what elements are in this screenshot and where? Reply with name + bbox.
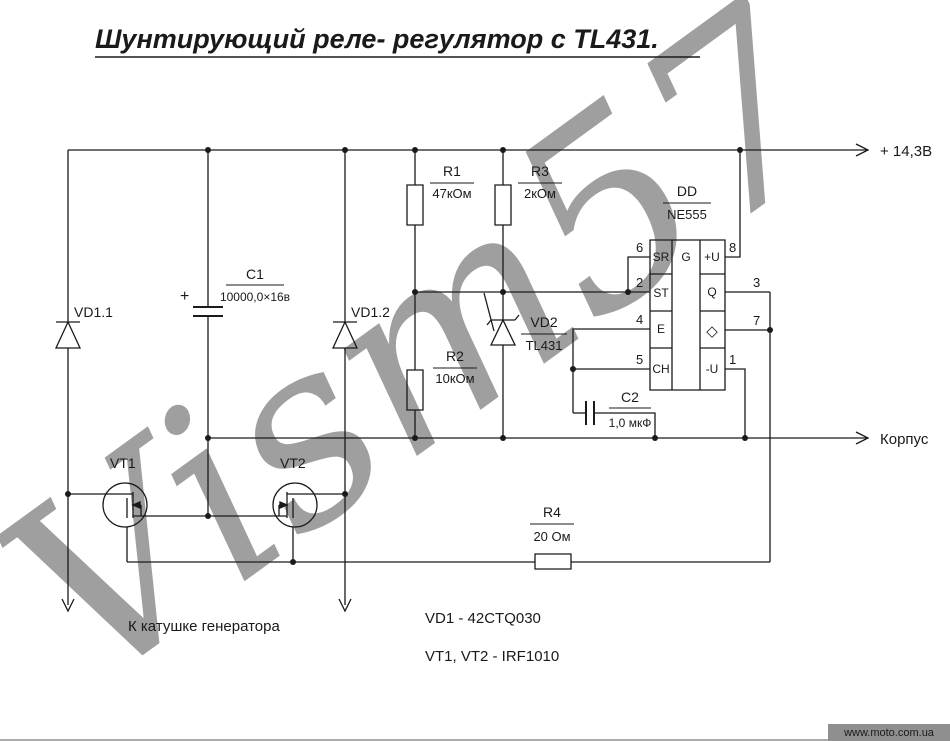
resistor-r3 [495, 150, 511, 292]
dd-value: NE555 [667, 207, 707, 222]
ic-cell-q: Q [707, 285, 716, 299]
coil-label: К катушке генератора [128, 618, 280, 635]
note-vt: VT1, VT2 - IRF1010 [425, 648, 559, 665]
component-labels: + 14,3В Корпус + C1 10000,0×16в R1 47кОм… [74, 143, 932, 544]
pin4-number: 4 [636, 312, 643, 327]
page-title: Шунтирующий реле- регулятор с TL431. [95, 24, 659, 54]
site-badge-text: www.moto.com.ua [843, 727, 935, 739]
resistor-r2 [407, 292, 423, 438]
diode-vd1-1 [56, 150, 80, 611]
r4-label: R4 [543, 504, 561, 520]
gate-bus-r4 [127, 527, 770, 569]
site-badge-bg [828, 724, 950, 741]
vt2-label: VT2 [280, 455, 306, 471]
positive-rail-label: + 14,3В [880, 143, 932, 160]
pin5-number: 5 [636, 352, 643, 367]
ic-function-label: G [681, 250, 690, 264]
ground-rail [208, 432, 868, 444]
c2-label: C2 [621, 389, 639, 405]
r1-label: R1 [443, 163, 461, 179]
vd1-2-label: VD1.2 [351, 304, 390, 320]
junction-dots [65, 147, 773, 565]
ic-cell-st: ST [653, 286, 669, 300]
open-collector-icon: ◇ [706, 323, 718, 340]
vd1-1-label: VD1.1 [74, 304, 113, 320]
pin2-number: 2 [636, 275, 643, 290]
r2-label: R2 [446, 348, 464, 364]
ic-cell-sr: SR [653, 250, 670, 264]
ic-pin-wires [573, 150, 770, 562]
r1-value: 47кОм [432, 186, 471, 201]
resistor-r1 [407, 150, 423, 292]
capacitor-c2 [573, 401, 655, 438]
bottom-annotations: К катушке генератора VD1 - 42CTQ030 VT1,… [128, 610, 559, 665]
ground-rail-label: Корпус [880, 431, 929, 448]
vd2-label: VD2 [530, 314, 557, 330]
mosfet-vt1 [68, 483, 147, 527]
pin3-number: 3 [753, 275, 760, 290]
dd-label: DD [677, 183, 697, 199]
r3-value: 2кОм [524, 186, 556, 201]
capacitor-c1 [193, 150, 223, 516]
pin6-number: 6 [636, 240, 643, 255]
vd2-value: TL431 [526, 338, 563, 353]
vt1-label: VT1 [110, 455, 136, 471]
footer: www.moto.com.ua [0, 724, 950, 741]
ic-pin-annotations: 6 2 4 5 8 3 7 1 SR ST E CH G +U Q ◇ -U [636, 240, 760, 376]
c2-value: 1,0 мкФ [609, 416, 652, 430]
ic-cell-minus-u: -U [706, 362, 719, 376]
c1-plus-sign: + [180, 288, 189, 305]
r2-value: 10кОм [435, 371, 474, 386]
pin7-number: 7 [753, 313, 760, 328]
c1-label: C1 [246, 266, 264, 282]
ic-cell-plus-u: +U [704, 250, 720, 264]
positive-rail [68, 144, 868, 156]
shunt-reference-vd2 [484, 292, 519, 438]
resistor-r4-body [535, 554, 571, 569]
c1-value: 10000,0×16в [220, 290, 290, 304]
r4-value: 20 Ом [533, 529, 570, 544]
ic-cell-e: E [657, 322, 665, 336]
mosfet-vt2 [273, 483, 345, 527]
note-vd1: VD1 - 42CTQ030 [425, 610, 541, 627]
ic-cell-ch: CH [652, 362, 669, 376]
pin8-number: 8 [729, 240, 736, 255]
title-block: Шунтирующий реле- регулятор с TL431. [95, 24, 700, 57]
pin1-number: 1 [729, 352, 736, 367]
r3-label: R3 [531, 163, 549, 179]
ic-ne555-box [650, 240, 725, 390]
